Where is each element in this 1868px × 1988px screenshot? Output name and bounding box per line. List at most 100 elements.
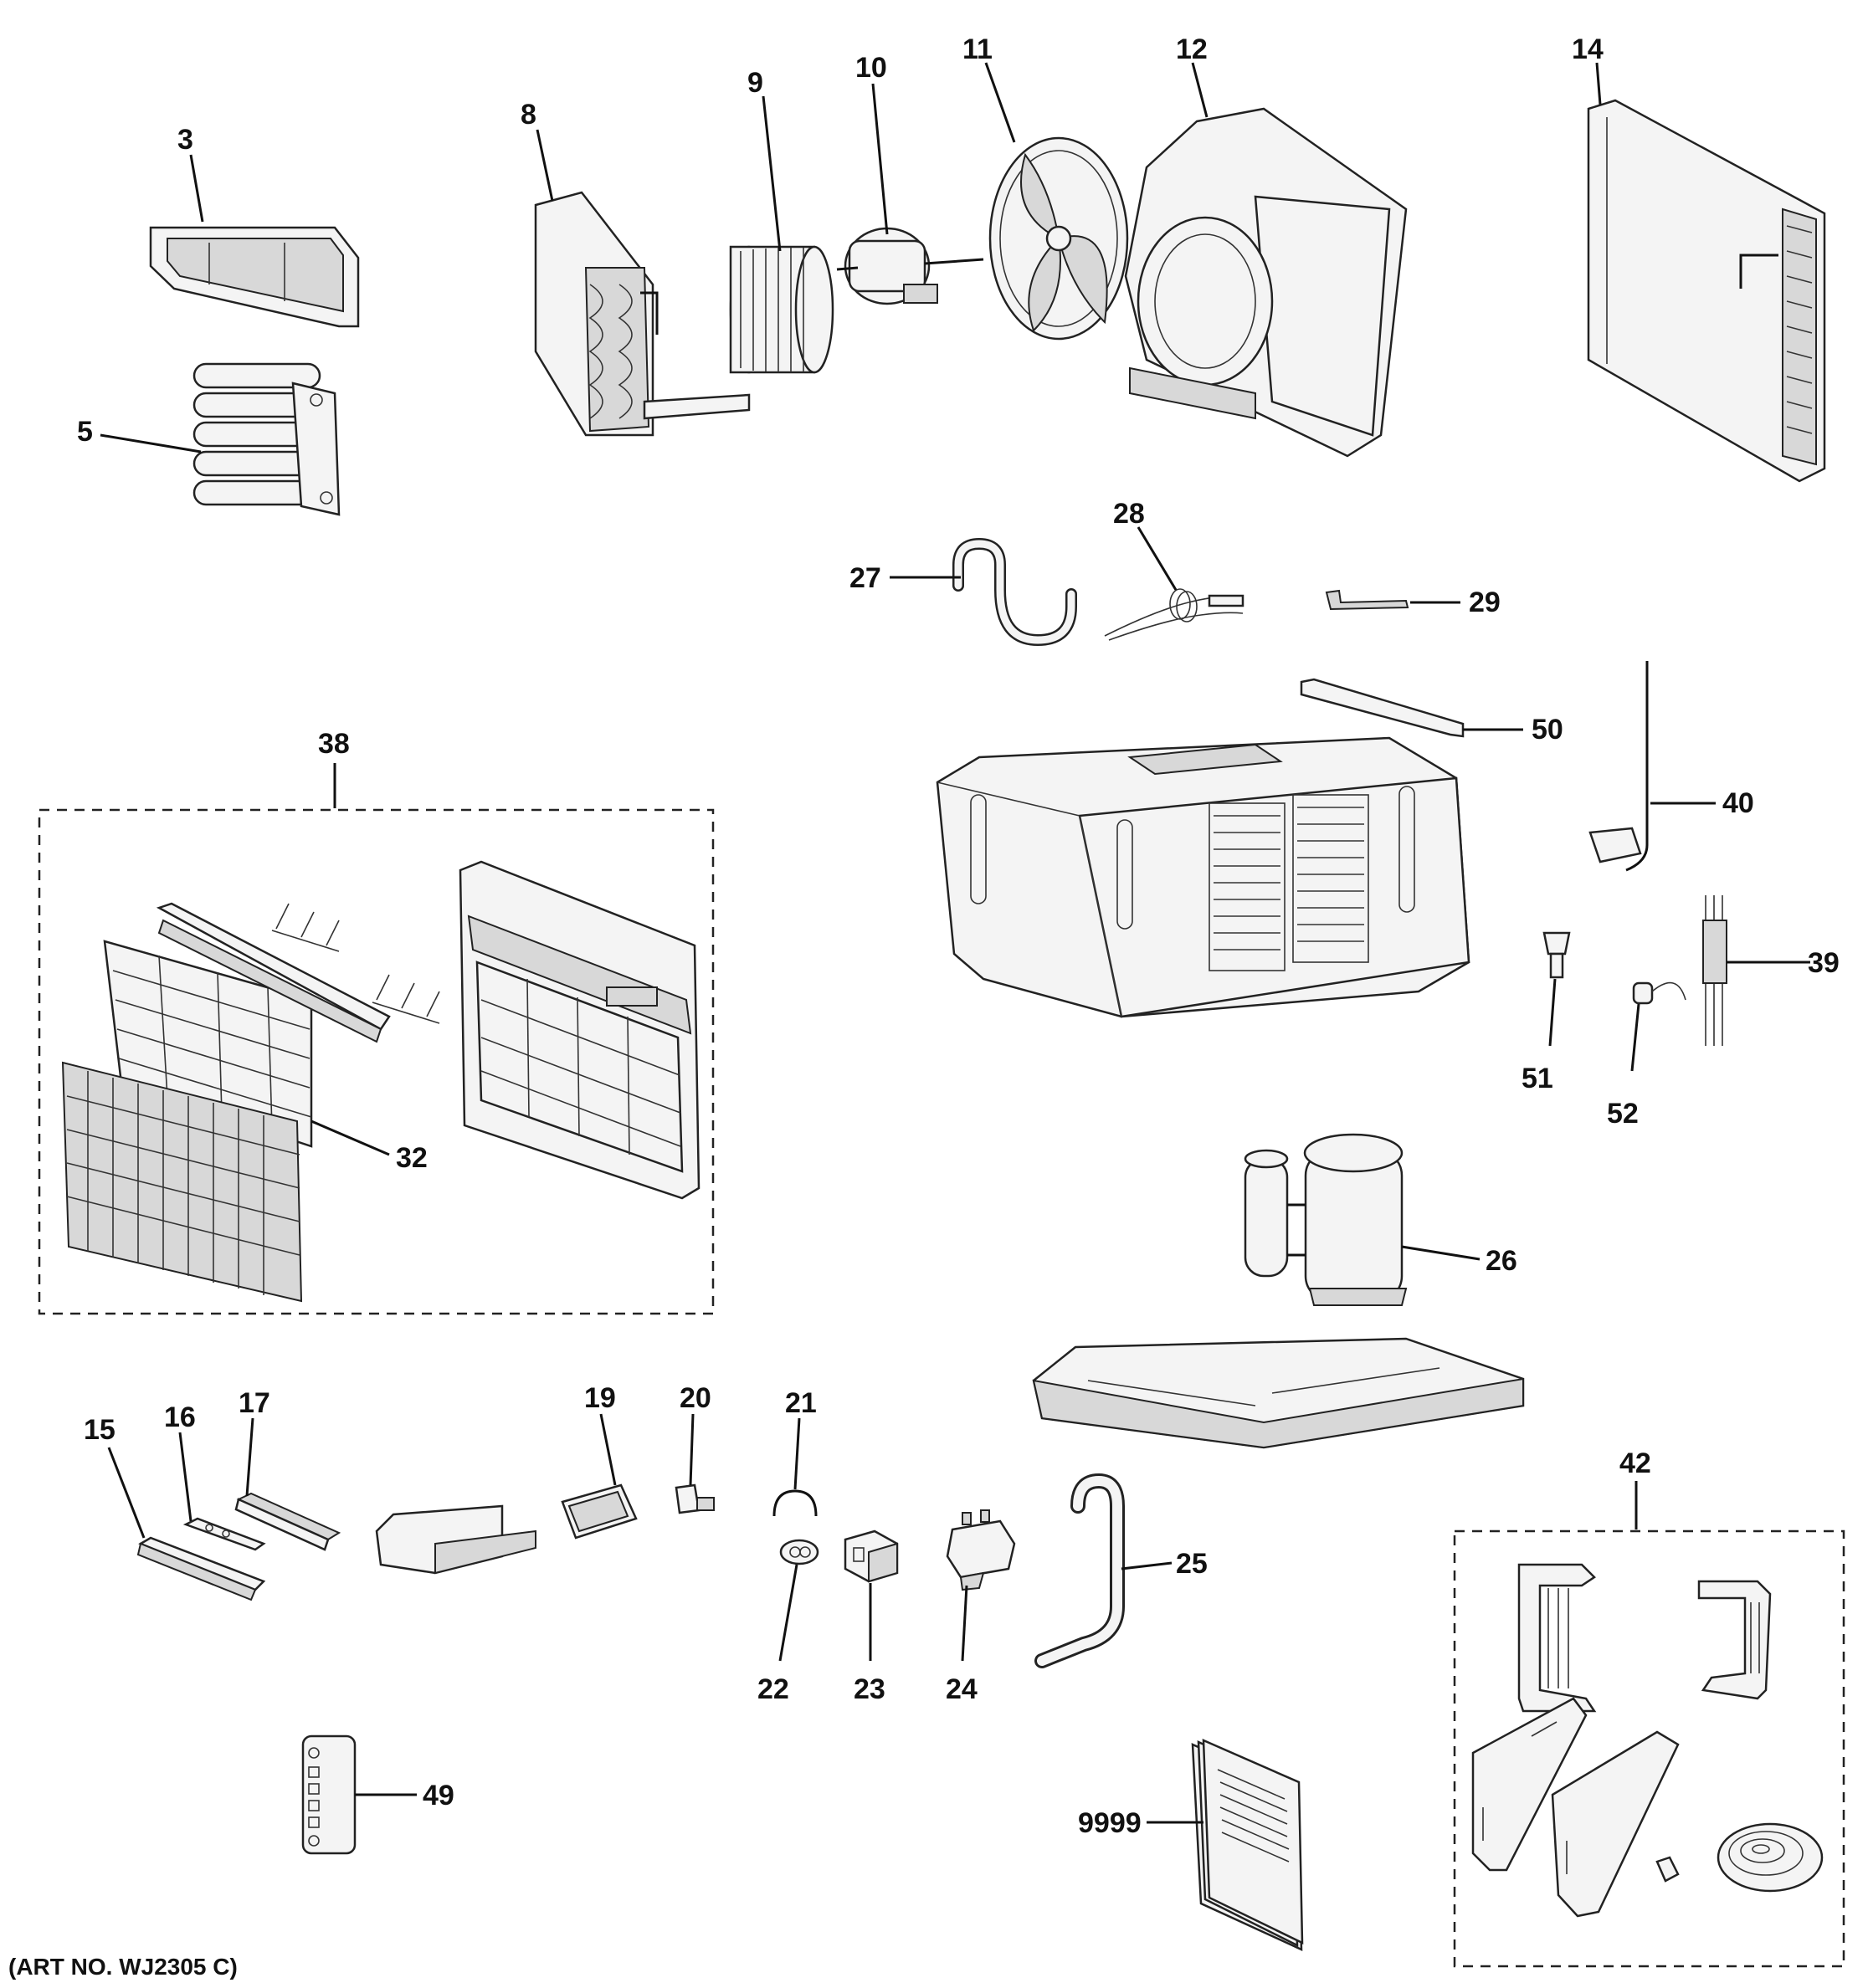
leader-12: [1191, 62, 1209, 118]
callout-26: 26: [1486, 1245, 1517, 1277]
base-pan: [1032, 1337, 1525, 1449]
part-50-rail: [1300, 678, 1465, 738]
callout-20: 20: [680, 1382, 711, 1414]
callout-27: 27: [849, 562, 881, 594]
leader-5: [100, 433, 202, 453]
part-3-duct: [149, 226, 360, 328]
callout-9: 9: [747, 67, 763, 99]
kit-support-bracket-right: [1551, 1730, 1680, 1918]
leader-24: [961, 1585, 968, 1662]
callout-19: 19: [584, 1382, 616, 1414]
callout-52: 52: [1607, 1098, 1639, 1130]
part-51-clip: [1542, 931, 1571, 979]
kit-side-curtain-right: [1697, 1580, 1772, 1700]
callout-28: 28: [1113, 498, 1145, 530]
part-5-heater: [192, 362, 341, 516]
callout-10: 10: [855, 52, 887, 84]
part-21-strap: [772, 1489, 818, 1517]
kit-support-bracket-left: [1471, 1697, 1588, 1872]
part-26-compressor: [1244, 1133, 1408, 1306]
leader-8: [536, 129, 554, 202]
part-52-thermistor: [1632, 981, 1686, 1005]
louver-clips: [271, 903, 440, 1024]
leader-22: [778, 1564, 798, 1662]
part-20-switch: [675, 1483, 715, 1514]
art-number: (ART NO. WJ2305 C): [8, 1954, 238, 1980]
air-deflector: [156, 902, 391, 1043]
callout-39: 39: [1808, 947, 1840, 979]
cabinet: [936, 736, 1470, 1018]
callout-16: 16: [164, 1401, 196, 1433]
part-23-transformer: [844, 1529, 899, 1583]
part-9999-owners-manual: [1191, 1739, 1304, 1951]
leader-10: [871, 83, 889, 235]
part-29-bracket: [1325, 589, 1409, 611]
callout-17: 17: [239, 1387, 270, 1419]
part-28-capillary: [1104, 588, 1244, 641]
callout-24: 24: [946, 1673, 978, 1705]
kit-hardware-small-bracket: [1655, 1856, 1680, 1883]
part-12-shroud: [1124, 107, 1408, 458]
callout-23: 23: [854, 1673, 885, 1705]
leader-19: [599, 1413, 617, 1486]
leader-26: [1401, 1245, 1481, 1261]
callout-5: 5: [77, 416, 93, 448]
callout-42: 42: [1619, 1447, 1651, 1479]
callout-12: 12: [1176, 33, 1208, 65]
kit-side-curtain-left: [1517, 1563, 1597, 1713]
callout-15: 15: [84, 1414, 115, 1446]
callout-22: 22: [757, 1673, 789, 1705]
cabinet-louver-grid: [1209, 794, 1369, 971]
part-9-blower-wheel: [729, 245, 834, 374]
group-38-front-assembly: [38, 808, 715, 1315]
callout-21: 21: [785, 1387, 817, 1419]
part-24-run-capacitor: [946, 1509, 1016, 1591]
front-grille: [61, 1061, 303, 1303]
callout-51: 51: [1522, 1063, 1553, 1094]
control-box: [375, 1504, 536, 1575]
leader-32: [310, 1120, 390, 1156]
callout-38: 38: [318, 728, 350, 760]
callout-25: 25: [1176, 1548, 1208, 1580]
leader-52: [1630, 1003, 1640, 1072]
callout-8: 8: [521, 99, 536, 131]
callout-50: 50: [1532, 714, 1563, 746]
part-11-condenser-fan: [988, 136, 1129, 341]
part-27-tube: [952, 537, 1077, 647]
group-42-installation-kit: [1453, 1529, 1845, 1968]
callout-40: 40: [1722, 787, 1754, 819]
leader-51: [1548, 978, 1557, 1047]
callout-49: 49: [423, 1780, 454, 1811]
leader-28: [1137, 526, 1178, 591]
leader-3: [189, 154, 204, 223]
leader-20: [689, 1413, 695, 1486]
part-49-remote-control: [301, 1734, 357, 1855]
callout-3: 3: [177, 124, 193, 156]
part-8-evaporator: [534, 191, 751, 437]
leader-21: [793, 1417, 801, 1490]
callout-29: 29: [1469, 587, 1501, 618]
leader-9: [762, 95, 782, 252]
part-39-harness: [1702, 895, 1810, 1046]
leader-17: [245, 1417, 254, 1497]
part-19-pcb: [561, 1483, 638, 1540]
leader-16: [178, 1432, 192, 1522]
part-14-condenser-coil: [1587, 99, 1826, 483]
part-17-panel-bracket: [234, 1492, 341, 1551]
part-10-fan-motor: [836, 227, 984, 305]
leader-25: [1121, 1561, 1173, 1570]
front-panel: [459, 860, 700, 1200]
leader-15: [107, 1447, 146, 1539]
part-40-sensor: [1588, 661, 1649, 872]
callout-14: 14: [1572, 33, 1604, 65]
leader-11: [984, 62, 1016, 143]
part-22-capacitor-small: [779, 1539, 819, 1565]
part-16-control-board: [182, 1517, 266, 1551]
leader-14: [1595, 62, 1602, 105]
callout-9999: 9999: [1078, 1807, 1142, 1839]
kit-foam-seal-roll: [1717, 1822, 1824, 1893]
part-15-control-cover: [136, 1536, 266, 1601]
part-25-drain-tube: [1034, 1473, 1125, 1668]
callout-32: 32: [396, 1142, 428, 1174]
